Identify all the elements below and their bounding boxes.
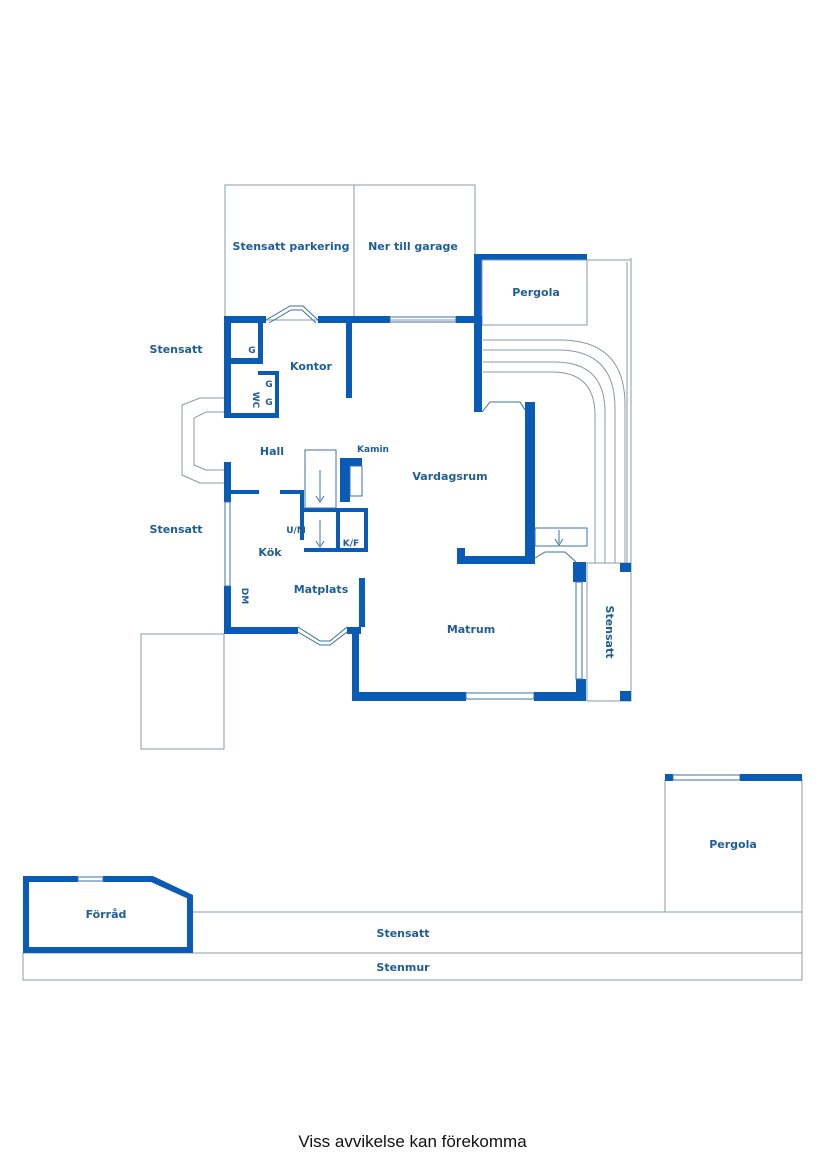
label-um: U/M xyxy=(286,526,306,536)
pergola-top xyxy=(474,254,631,326)
garage-ramp-area xyxy=(353,184,476,321)
label-stensatt-parkering: Stensatt parkering xyxy=(233,240,350,253)
label-stensatt-right: Stensatt xyxy=(603,606,616,659)
label-ner-till-garage: Ner till garage xyxy=(368,240,458,253)
entry-steps-inner xyxy=(193,411,224,471)
label-matrum: Matrum xyxy=(447,623,495,636)
label-stenmur: Stenmur xyxy=(376,961,430,974)
curved-path-inner xyxy=(483,361,606,563)
terrace-left-area xyxy=(140,633,225,750)
label-pergola-top: Pergola xyxy=(512,286,560,299)
label-dm: DM xyxy=(239,588,249,604)
disclaimer-caption: Viss avvikelse kan förekomma xyxy=(298,1132,527,1151)
label-pergola-bottom: Pergola xyxy=(709,838,757,851)
floor-plan: Stensatt parkering Ner till garage Pergo… xyxy=(22,184,803,981)
curved-path-mid xyxy=(483,349,616,563)
outdoor-outlines xyxy=(140,184,632,750)
curved-path-innermost xyxy=(483,371,596,563)
label-kf: K/F xyxy=(343,539,359,549)
garden-walls xyxy=(23,774,802,953)
label-kontor: Kontor xyxy=(290,360,333,373)
label-vardagsrum: Vardagsrum xyxy=(412,470,487,483)
label-stensatt-left-top: Stensatt xyxy=(150,343,203,356)
label-kamin: Kamin xyxy=(357,445,389,455)
entry-steps-outer xyxy=(181,397,224,484)
label-forrad: Förråd xyxy=(86,908,127,921)
label-wc: WC xyxy=(250,392,260,409)
label-hall: Hall xyxy=(260,445,284,458)
label-stensatt-bottom: Stensatt xyxy=(377,927,430,940)
label-g3: G xyxy=(265,398,272,408)
label-stensatt-left-mid: Stensatt xyxy=(150,523,203,536)
stensatt-strip xyxy=(189,911,803,954)
stensatt-right-area xyxy=(586,562,632,702)
house-walls xyxy=(224,305,631,701)
curved-path-outer xyxy=(483,339,626,563)
label-kok: Kök xyxy=(258,546,282,559)
label-g2: G xyxy=(265,380,272,390)
label-g1: G xyxy=(248,346,255,356)
label-matplats: Matplats xyxy=(294,583,349,596)
